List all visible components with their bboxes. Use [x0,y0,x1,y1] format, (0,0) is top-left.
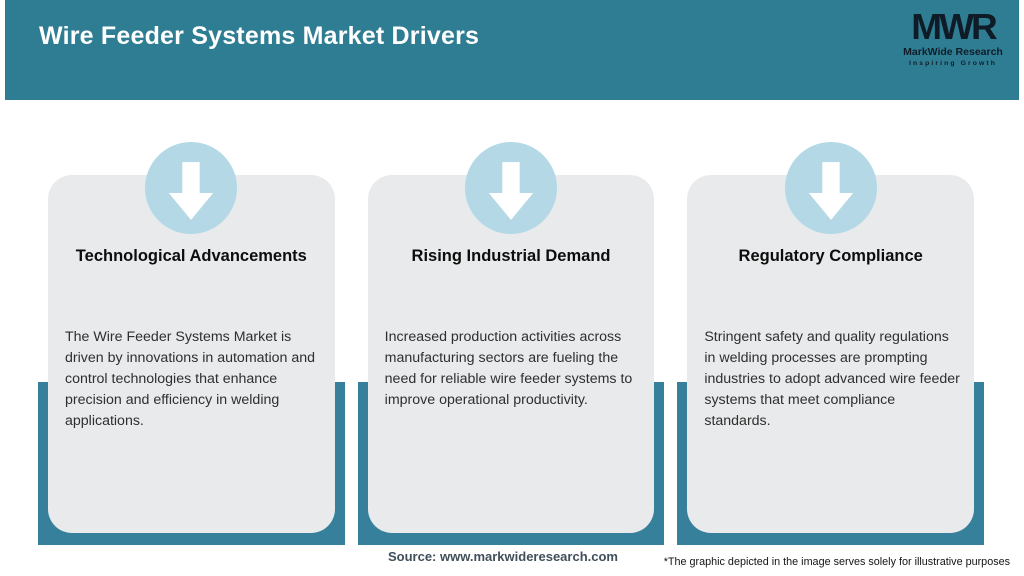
page-title: Wire Feeder Systems Market Drivers [39,22,480,50]
card-panel: Technological Advancements The Wire Feed… [48,175,335,533]
down-arrow-icon [145,142,238,234]
card-technological-advancements: Technological Advancements The Wire Feed… [38,142,345,545]
card-description: Stringent safety and quality regulations… [704,329,960,429]
card-rising-industrial-demand: Rising Industrial Demand Increased produ… [357,142,665,545]
card-regulatory-compliance: Regulatory Compliance Stringent safety a… [677,142,985,545]
card-title: Rising Industrial Demand [411,247,611,265]
disclaimer-note: *The graphic depicted in the image serve… [663,556,1010,568]
logo-name: MarkWide Research [903,46,1003,58]
card-description: The Wire Feeder Systems Market is driven… [65,329,316,429]
down-arrow-icon [465,142,557,234]
card-title: Regulatory Compliance [738,247,923,265]
down-arrow-icon [784,142,877,234]
header-band: Wire Feeder Systems Market Drivers MWR M… [5,0,1019,100]
logo-acronym: MWR [911,6,997,47]
driver-cards-row: Technological Advancements The Wire Feed… [38,142,985,545]
markwide-research-logo: MWR MarkWide Research Inspiring Growth [901,8,1005,67]
source-attribution: Source: www.markwideresearch.com [387,549,618,564]
logo-tagline: Inspiring Growth [909,59,997,67]
card-description: Increased production activities across m… [384,329,633,408]
card-title: Technological Advancements [75,247,307,265]
card-panel: Rising Industrial Demand Increased produ… [367,175,655,533]
card-panel: Regulatory Compliance Stringent safety a… [687,175,975,533]
